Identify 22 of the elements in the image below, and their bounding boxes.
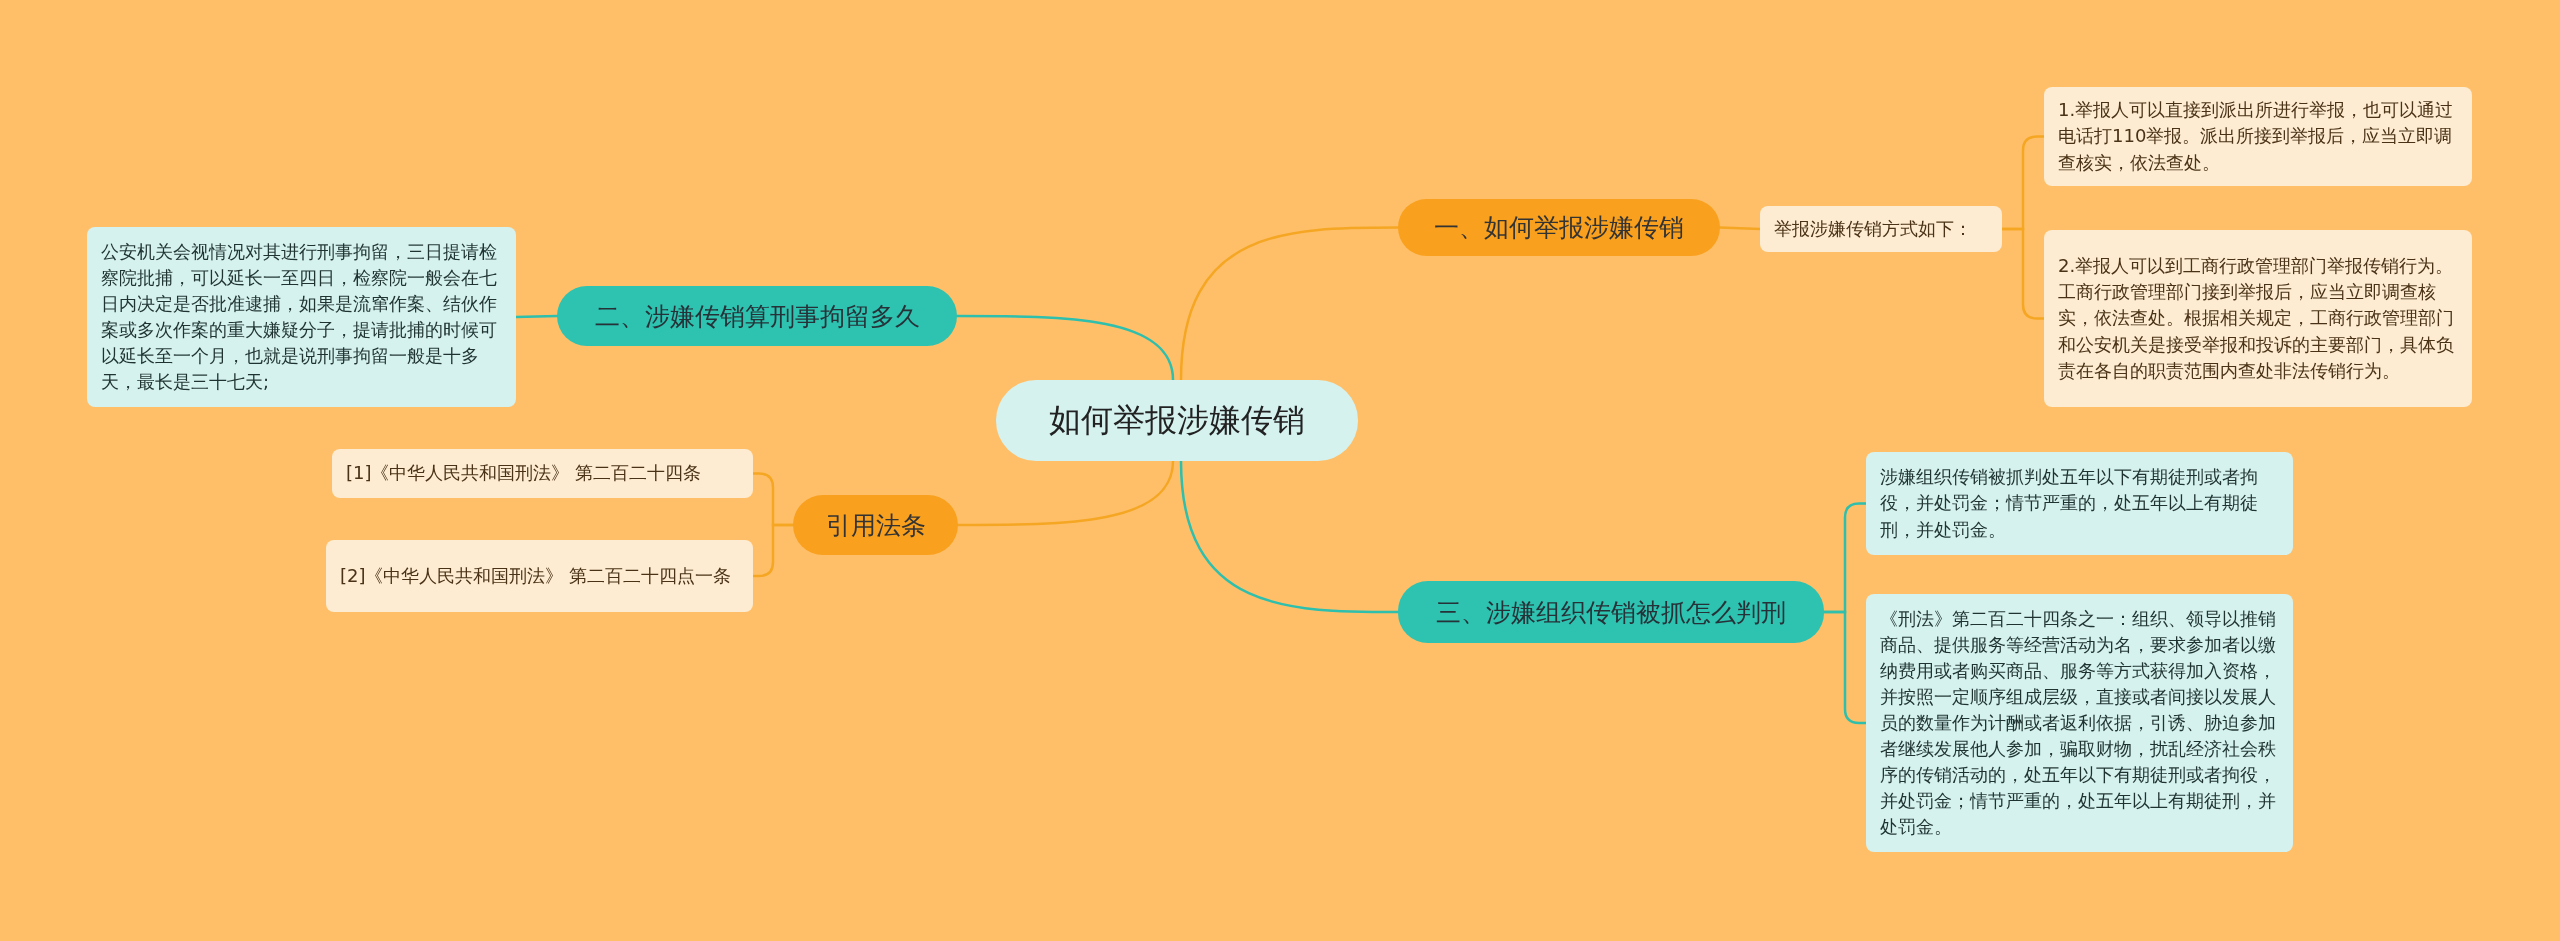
reference-box: [1]《中华人民共和国刑法》 第二百二十四条 bbox=[332, 449, 753, 498]
connector-line bbox=[1179, 459, 1400, 614]
branch-topic: 三、涉嫌组织传销被抓怎么判刑 bbox=[1398, 581, 1824, 643]
connector-line bbox=[2000, 227, 2046, 320]
connector-line bbox=[956, 459, 1175, 527]
connector-line bbox=[1179, 226, 1400, 382]
note-box: 涉嫌组织传销被抓判处五年以下有期徒刑或者拘役，并处罚金；情节严重的，处五年以上有期徒刑，并处罚金。 bbox=[1866, 452, 2293, 555]
note-box: 2.举报人可以到工商行政管理部门举报传销行为。工商行政管理部门接到举报后，应当立即调查核实，依法查处。根据相关规定，工商行政管理部门和公安机关是接受举报和投诉的主要部门，具体负责在各自的职责范围内查处非法传销行为。 bbox=[2044, 230, 2472, 407]
branch-topic: 引用法条 bbox=[793, 495, 958, 555]
note-box: 1.举报人可以直接到派出所进行举报，也可以通过电话打110举报。派出所接到举报后，应当立即调查核实，依法查处。 bbox=[2044, 87, 2472, 186]
central-topic: 如何举报涉嫌传销 bbox=[996, 380, 1358, 461]
branch-topic: 一、如何举报涉嫌传销 bbox=[1398, 199, 1720, 256]
connector-line bbox=[1822, 610, 1868, 725]
note-box: 公安机关会视情况对其进行刑事拘留，三日提请检察院批捕，可以延长一至四日，检察院一般会在七日内决定是否批准逮捕，如果是流窜作案、结伙作案或多次作案的重大嫌疑分子，提请批捕的时候可以延长至一个月，也就是说刑事拘留一般是十多天，最长是三十七天; bbox=[87, 227, 516, 407]
connector-line bbox=[1718, 226, 1762, 231]
branch-topic: 二、涉嫌传销算刑事拘留多久 bbox=[557, 286, 957, 346]
connector-line bbox=[751, 523, 795, 578]
connector-line bbox=[955, 314, 1175, 382]
connector-line bbox=[514, 314, 559, 319]
reference-box: [2]《中华人民共和国刑法》 第二百二十四点一条 bbox=[326, 540, 753, 612]
subtopic-box: 举报涉嫌传销方式如下： bbox=[1760, 206, 2002, 253]
note-box: 《刑法》第二百二十四条之一：组织、领导以推销商品、提供服务等经营活动为名，要求参加者以缴纳费用或者购买商品、服务等方式获得加入资格，并按照一定顺序组成层级，直接或者间接以发展人员的数量作为计酬或者返利依据，引诱、胁迫参加者继续发展他人参加，骗取财物，扰乱经济社会秩序的传销活动的，处五年以下有期徒刑或者拘役，并处罚金；情节严重的，处五年以上有期徒刑，并处罚金。 bbox=[1866, 594, 2293, 852]
